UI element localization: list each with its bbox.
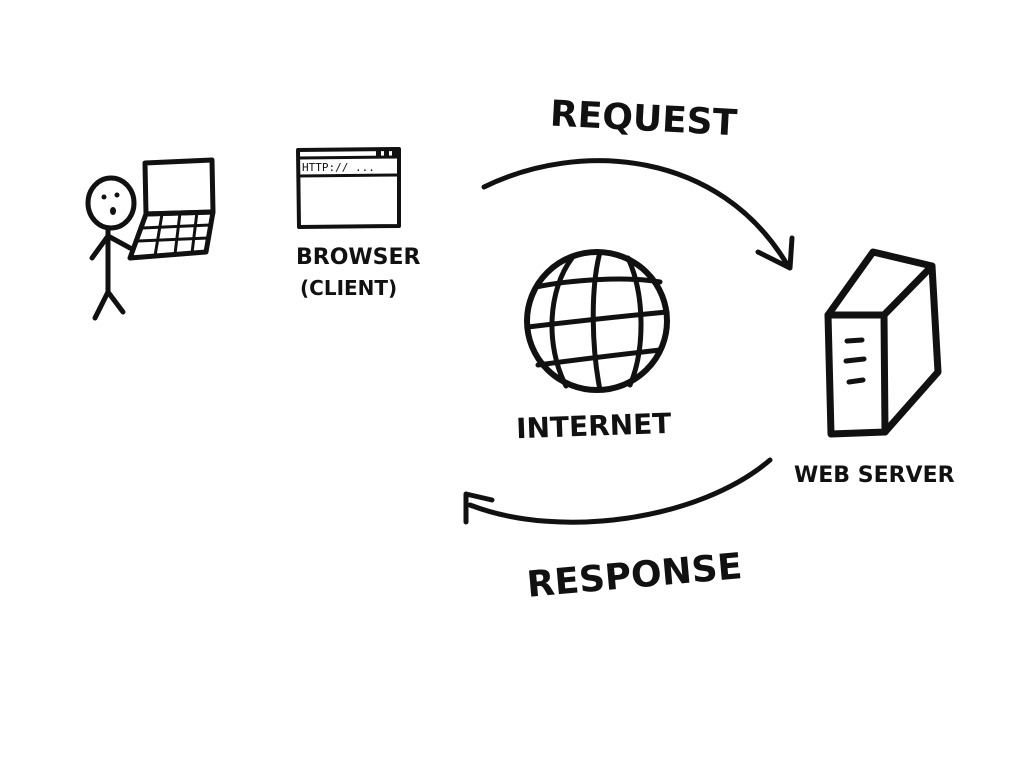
browser-window-button-3	[392, 151, 397, 156]
user-mouth	[110, 207, 116, 215]
user-eye-left	[102, 195, 107, 200]
browser-url-text: HTTP:// ...	[302, 161, 375, 174]
internet-label: INTERNET	[516, 407, 672, 445]
browser-window-button-1	[376, 151, 381, 156]
browser-urlbar-divider	[298, 175, 399, 176]
browser-label: BROWSER	[296, 245, 421, 270]
server-vent-1	[847, 340, 862, 341]
browser-window-button-2	[384, 151, 389, 156]
browser-titlebar-divider	[298, 157, 399, 158]
server-vent-3	[849, 380, 863, 382]
server-vent-2	[846, 359, 864, 361]
web-server-label: WEB SERVER	[794, 463, 955, 488]
client-label: (CLIENT)	[300, 276, 397, 300]
user-eye-right	[115, 193, 120, 198]
